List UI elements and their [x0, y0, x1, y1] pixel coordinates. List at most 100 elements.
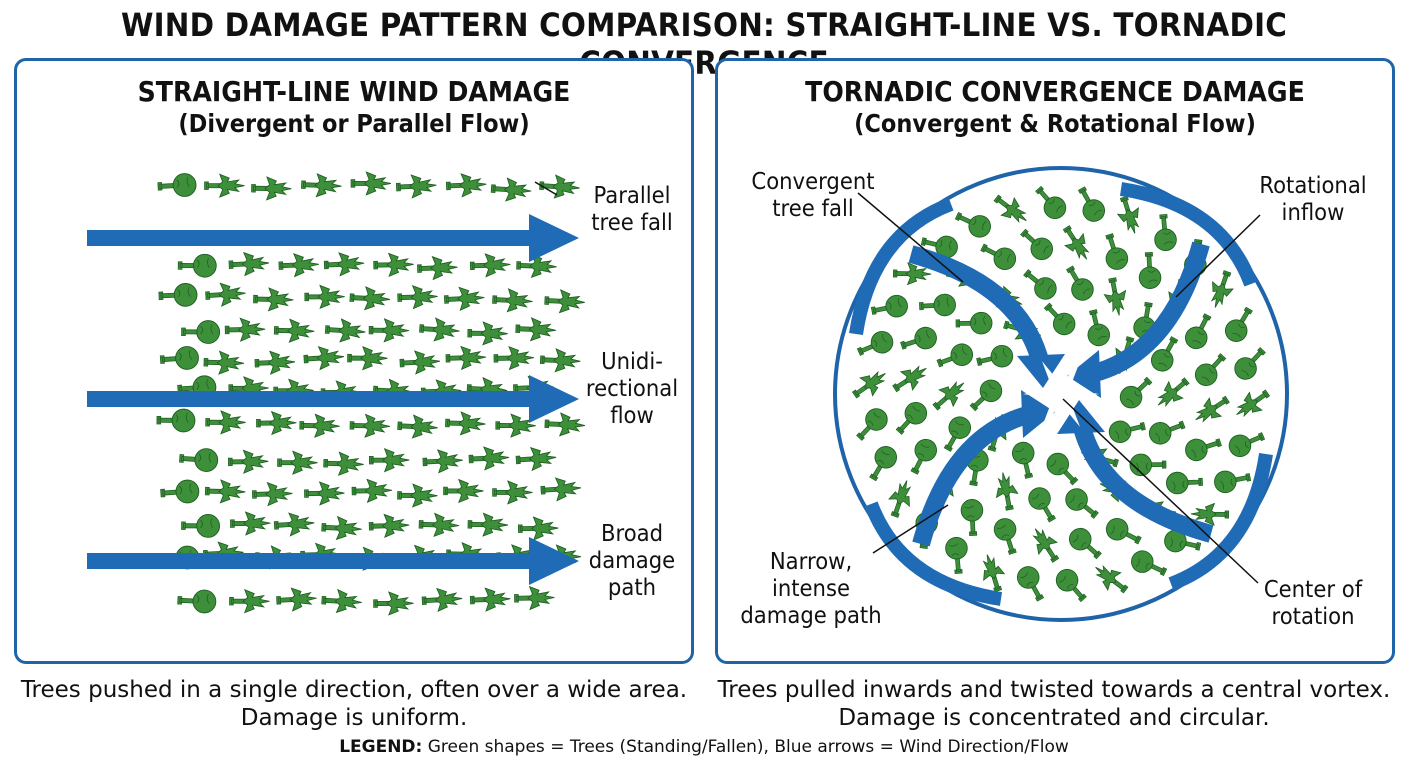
tornadic-panel-title: TORNADIC CONVERGENCE DAMAGE — [805, 75, 1305, 108]
tree-icon — [1190, 502, 1230, 526]
tree-icon — [1138, 252, 1162, 289]
tree-icon — [1068, 527, 1102, 560]
wind-arrow-icon — [908, 182, 1258, 388]
tree-icon — [273, 512, 315, 537]
tree-icon — [468, 446, 510, 471]
tree-icon — [373, 252, 414, 278]
tree-icon — [303, 346, 345, 371]
tree-icon — [160, 479, 200, 504]
tree-icon — [181, 514, 221, 538]
tree-icon — [204, 479, 246, 504]
narrow-path-leader-line — [872, 504, 949, 554]
tree-icon — [418, 512, 460, 537]
tree-icon — [421, 587, 463, 613]
tree-icon — [469, 253, 511, 278]
vortex-center — [1023, 361, 1099, 427]
tree-icon — [177, 253, 217, 278]
tree-icon — [301, 173, 342, 198]
tree-icon — [920, 235, 958, 259]
tree-icon — [251, 176, 292, 201]
straight-line-panel: STRAIGHT-LINE WIND DAMAGE (Divergent or … — [14, 58, 694, 664]
wind-arrow-icon — [87, 375, 579, 423]
tree-icon — [349, 413, 391, 438]
tree-icon — [993, 518, 1017, 555]
rotational-inflow-label: Rotational inflow — [1259, 173, 1367, 226]
straight-line-panel-title: STRAIGHT-LINE WIND DAMAGE — [137, 75, 571, 108]
tree-icon — [1194, 353, 1227, 387]
center-leader-line — [1062, 398, 1259, 584]
tree-icon — [397, 483, 438, 508]
tree-icon — [1087, 309, 1111, 347]
tree-icon — [467, 321, 508, 346]
tree-icon — [399, 350, 441, 375]
tree-icon — [1035, 185, 1067, 220]
tree-icon — [469, 587, 511, 612]
convergent-tree-fall-label: Convergent tree fall — [751, 169, 875, 222]
tree-icon — [995, 472, 1019, 511]
tree-icon — [445, 345, 487, 371]
tree-icon — [1154, 213, 1177, 252]
tree-icon — [1184, 313, 1212, 350]
tree-icon — [910, 438, 938, 475]
tornadic-caption-line2: Damage is concentrated and circular. — [838, 705, 1270, 731]
tree-icon — [1116, 195, 1140, 234]
tree-icon — [159, 346, 199, 370]
tree-icon — [321, 588, 362, 614]
straight-line-caption-line1: Trees pushed in a single direction, ofte… — [20, 677, 688, 703]
broad-damage-path-label: Broad damage path — [588, 521, 676, 601]
tree-icon — [936, 343, 974, 368]
tree-icon — [517, 516, 559, 541]
wind-arrow-icon — [1067, 241, 1273, 591]
tree-icon — [856, 408, 888, 441]
tree-icon — [1185, 438, 1222, 462]
tree-icon — [1011, 441, 1035, 479]
tree-icon — [492, 288, 533, 313]
tree-icon — [1032, 528, 1060, 563]
convergent-leader-line — [857, 192, 964, 283]
tornadic-diagram — [833, 166, 1289, 622]
tree-icon — [445, 411, 486, 436]
tree-icon — [224, 317, 266, 342]
tree-icon — [1164, 529, 1202, 553]
straight-line-panel-subtitle: (Divergent or Parallel Flow) — [178, 109, 530, 138]
tree-icon — [1062, 225, 1090, 260]
tree-icon — [1195, 395, 1230, 423]
tree-icon — [1234, 347, 1266, 380]
tree-icon — [228, 251, 270, 277]
parallel-leader-line — [534, 181, 558, 196]
tree-icon — [1224, 306, 1253, 342]
tree-icon — [349, 286, 391, 311]
tree-icon — [1066, 265, 1094, 301]
tree-icon — [943, 416, 972, 452]
tree-icon — [1103, 277, 1127, 316]
tree-icon — [515, 446, 557, 472]
tree-icon — [351, 478, 393, 503]
tree-icon — [419, 317, 460, 342]
tree-icon — [982, 554, 1006, 593]
tree-icon — [417, 255, 458, 281]
tree-icon — [870, 294, 908, 318]
tornadic-caption: Trees pulled inwards and twisted towards… — [704, 676, 1404, 732]
tree-icon — [960, 499, 984, 536]
tree-icon — [1131, 550, 1168, 577]
tornadic-convergence-panel: TORNADIC CONVERGENCE DAMAGE (Convergent … — [715, 58, 1395, 664]
tree-icon — [321, 515, 362, 541]
wind-arrow-icon — [87, 214, 579, 262]
wind-arrow-icon — [87, 537, 579, 585]
tree-icon — [368, 318, 410, 343]
tree-icon — [544, 412, 586, 437]
center-of-rotation-label: Center of rotation — [1263, 577, 1363, 630]
tree-icon — [443, 478, 484, 504]
tree-icon — [1236, 389, 1271, 418]
tree-icon — [230, 511, 271, 536]
tree-icon — [493, 345, 535, 371]
tree-icon — [932, 380, 965, 411]
tree-icon — [254, 350, 296, 375]
tree-icon — [323, 252, 365, 277]
tree-icon — [1148, 420, 1186, 445]
tree-icon — [1095, 565, 1129, 594]
tree-icon — [539, 348, 581, 373]
unidirectional-flow-label: Unidi- rectional flow — [585, 349, 679, 429]
tree-icon — [368, 513, 410, 538]
parallel-tree-fall-label: Parallel tree fall — [591, 183, 673, 236]
